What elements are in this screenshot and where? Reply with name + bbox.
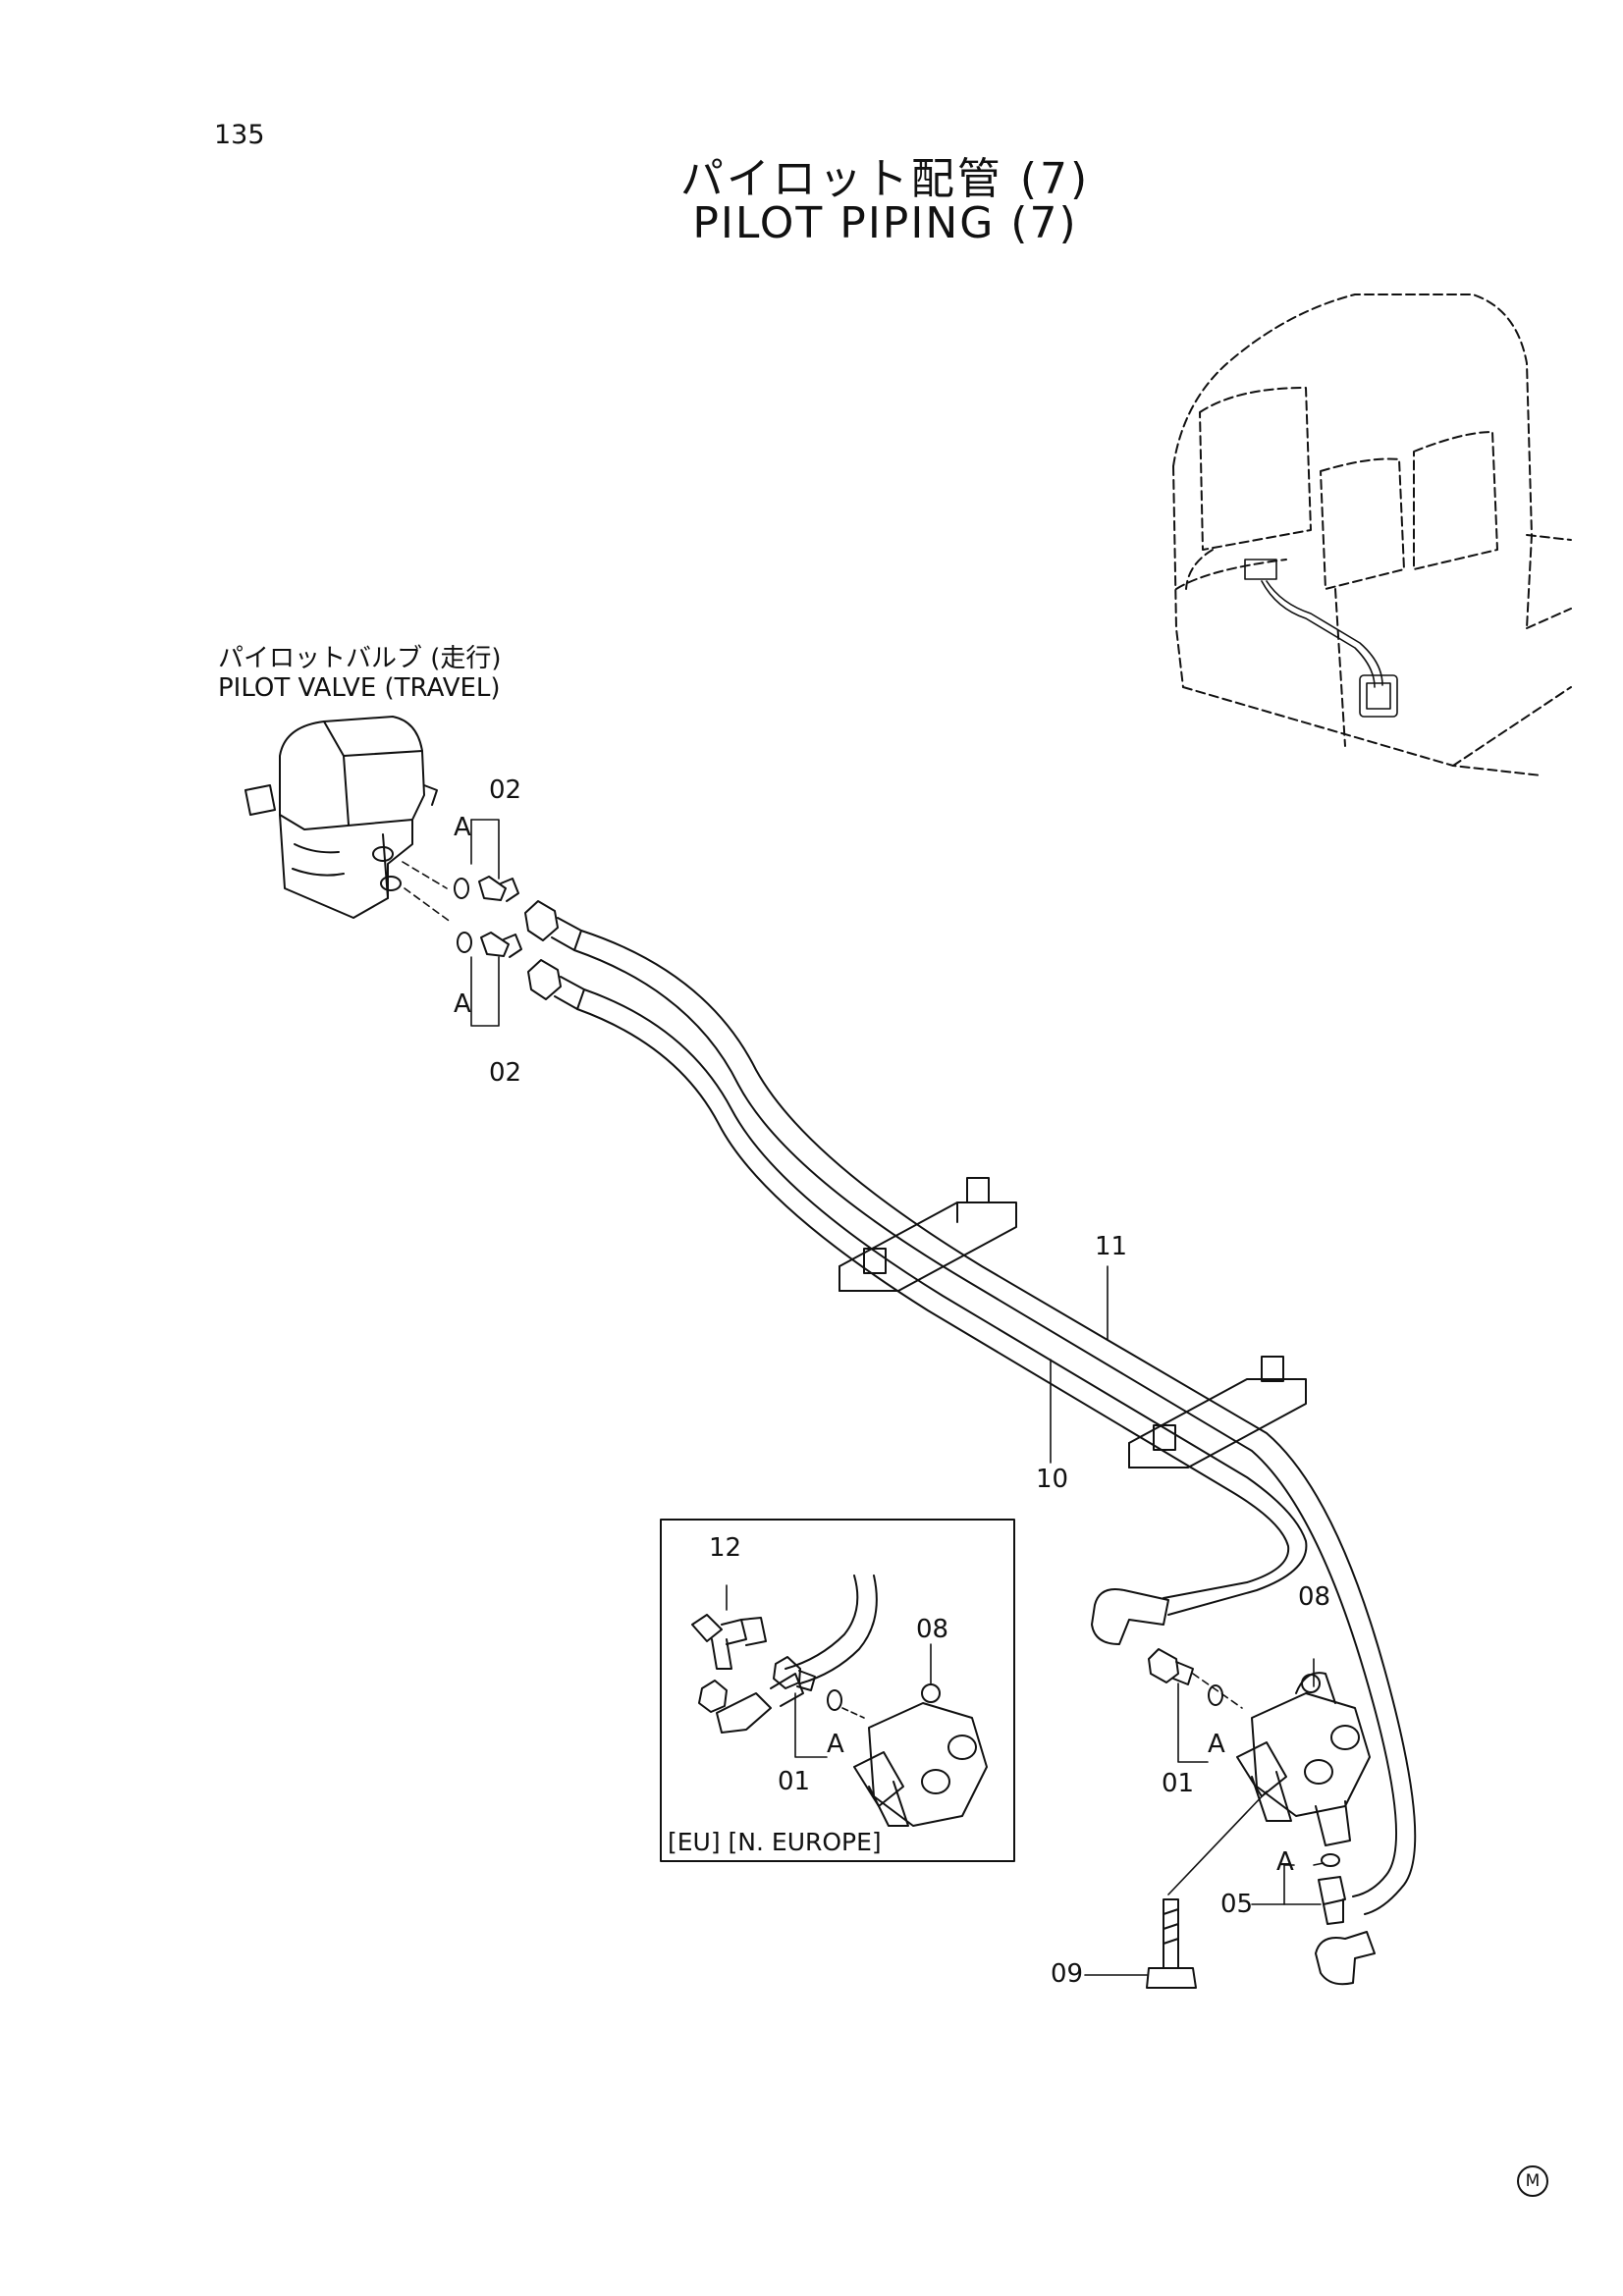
callout-a-inset: A xyxy=(827,1730,844,1759)
bolt-09 xyxy=(1146,1790,1268,1989)
page-title-english: PILOT PIPING (7) xyxy=(692,198,1078,248)
valve-08 xyxy=(1236,1658,1371,1846)
callout-09: 09 xyxy=(1051,1959,1084,1989)
pilot-valve-label-japanese: パイロットバルブ (走行) xyxy=(218,644,502,673)
callout-a-top: A xyxy=(454,813,471,842)
inset-valve-08 xyxy=(853,1643,988,1827)
inset-hose-curve xyxy=(784,1575,878,1684)
callout-02-bottom: 02 xyxy=(489,1058,522,1088)
callout-10: 10 xyxy=(1036,1465,1069,1494)
inset-adapter-01 xyxy=(773,1656,842,1758)
hose-10 xyxy=(576,988,1308,1616)
pilot-valve-travel xyxy=(244,716,438,919)
inset-box xyxy=(660,1519,1015,1862)
callout-08: 08 xyxy=(1298,1582,1331,1612)
hose-end-lower xyxy=(527,959,585,1010)
callout-a-bottom: A xyxy=(454,989,471,1019)
page-title-japanese: パイロット配管 (7) xyxy=(679,154,1091,204)
callout-a-05: A xyxy=(1276,1847,1294,1877)
pilot-valve-label-english: PILOT VALVE (TRAVEL) xyxy=(218,673,501,703)
hose-11 xyxy=(573,930,1417,1915)
fitting-02-top xyxy=(454,876,519,902)
inset-caption: [EU] [N. EUROPE] xyxy=(668,1828,882,1856)
callout-05: 05 xyxy=(1220,1890,1254,1919)
elbow-hose-10 xyxy=(1091,1588,1169,1645)
adapter-01 xyxy=(1148,1648,1223,1763)
cab-illustration xyxy=(1172,294,1572,776)
callout-08-inset: 08 xyxy=(916,1615,949,1644)
callout-11: 11 xyxy=(1095,1232,1128,1261)
callout-01-inset: 01 xyxy=(778,1767,811,1796)
fitting-02-bottom xyxy=(457,932,522,958)
circled-m-marker: M xyxy=(1517,2165,1548,2197)
hose-end-upper xyxy=(524,900,582,951)
callout-a-main: A xyxy=(1208,1730,1225,1759)
page-number: 135 xyxy=(214,120,265,150)
hose-clamp-upper xyxy=(839,1177,1017,1292)
inset-tee-fitting-12 xyxy=(691,1584,767,1670)
callout-12: 12 xyxy=(709,1533,742,1563)
inset-hose-end xyxy=(698,1673,804,1734)
callout-01: 01 xyxy=(1162,1769,1195,1798)
hose-clamp-lower xyxy=(1128,1356,1307,1468)
cab-pilot-valve-detail xyxy=(1244,559,1398,718)
callout-02-top: 02 xyxy=(489,775,522,805)
elbow-hose-11 xyxy=(1315,1931,1376,1986)
